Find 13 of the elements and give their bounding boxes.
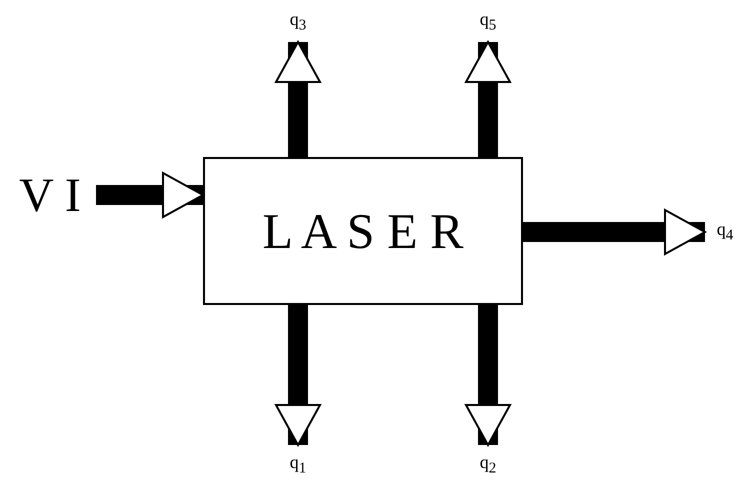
block-arrow (275, 41, 321, 157)
block-arrow (465, 305, 511, 446)
laser-box: L A S E R (203, 157, 523, 305)
output-label: q$_{1}$ (278, 445, 318, 485)
output-label: q$_{5}$ (468, 2, 508, 42)
input-label: V I (4, 165, 96, 225)
block-arrow (275, 305, 321, 446)
output-label: q$_{2}$ (468, 445, 508, 485)
output-label: q$_{4}$ (705, 212, 745, 252)
output-label: q$_{3}$ (278, 2, 318, 42)
block-arrow (96, 172, 204, 218)
block-arrow (523, 209, 706, 255)
block-arrow (465, 41, 511, 157)
